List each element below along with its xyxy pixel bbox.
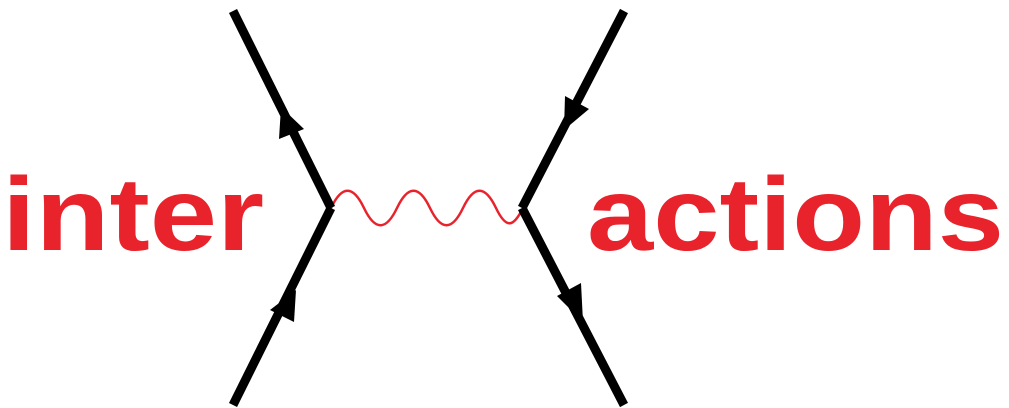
- right-upper-arrow-icon: [564, 96, 589, 130]
- left-upper-arrow-icon: [279, 107, 304, 139]
- right-vertex: [518, 8, 628, 408]
- right-lower-arrow-icon: [557, 283, 583, 322]
- photon-wave-line: [329, 189, 524, 227]
- logo-word-actions: actions: [587, 157, 1004, 273]
- left-lower-arrow-icon: [270, 290, 296, 322]
- logo-word-inter: inter: [2, 157, 264, 273]
- left-vertex: [228, 8, 336, 408]
